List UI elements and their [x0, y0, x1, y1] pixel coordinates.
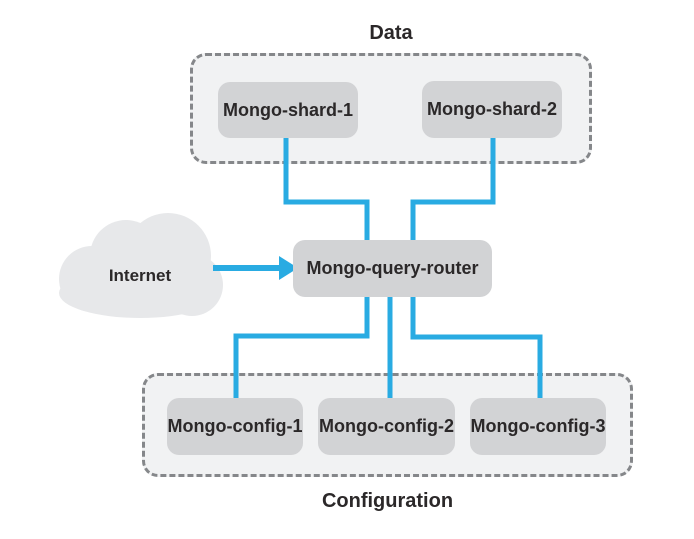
node-label: Mongo-query-router	[306, 258, 479, 278]
node-label: Mongo-config-3	[470, 416, 606, 436]
internet-cloud-icon	[59, 213, 223, 318]
connector-router-config1	[233, 295, 370, 401]
node-mongo-query-router: Mongo-query-router	[293, 240, 492, 297]
connector-router-config3	[410, 295, 543, 401]
data-group-label: Data	[369, 22, 413, 44]
node-mongo-config-2: Mongo-config-2	[318, 398, 455, 455]
node-label: Mongo-shard-2	[427, 99, 557, 119]
connector-shard1-router	[283, 137, 370, 243]
node-label: Mongo-config-2	[319, 416, 454, 436]
node-mongo-config-3: Mongo-config-3	[470, 398, 606, 455]
internet-arrow-icon	[213, 256, 298, 280]
node-mongo-shard-1: Mongo-shard-1	[218, 82, 358, 138]
node-label: Mongo-shard-1	[223, 99, 353, 120]
configuration-group-label: Configuration	[321, 490, 454, 512]
internet-label: Internet	[108, 266, 172, 285]
node-mongo-shard-2: Mongo-shard-2	[422, 81, 562, 138]
connector-shard2-router	[410, 137, 496, 243]
node-mongo-config-1: Mongo-config-1	[167, 398, 303, 455]
node-label: Mongo-config-1	[167, 416, 303, 436]
